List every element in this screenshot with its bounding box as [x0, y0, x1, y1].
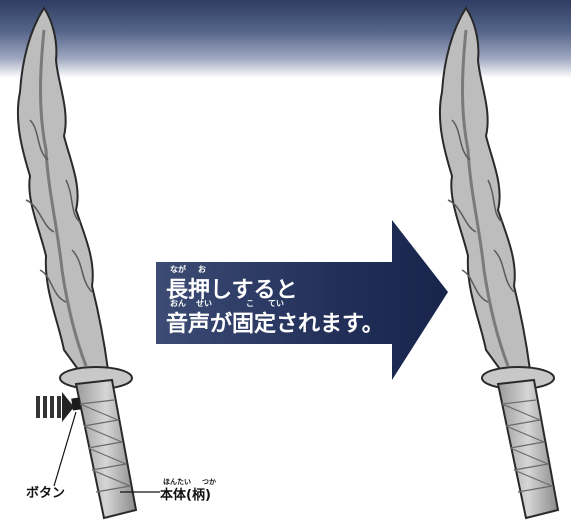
sword-right-flame-blade	[438, 6, 532, 374]
instruction-line2: 音声が固定されます。	[166, 312, 384, 337]
ruby-on: おん	[170, 299, 186, 308]
sword-left-flame-blade	[16, 6, 110, 374]
ruby-o: お	[198, 265, 206, 274]
sword-left-flame-detail	[25, 119, 93, 303]
sword-left-hilt-wrap	[79, 399, 131, 493]
ruby-naga: なが	[170, 265, 186, 274]
sword-right-flame-detail	[447, 119, 515, 303]
ruby-tei: てい	[268, 299, 284, 308]
sword-right-hilt	[496, 378, 560, 520]
ruby-ko: こ	[246, 299, 254, 308]
sword-right-hilt-wrap	[501, 399, 553, 493]
sword-right-blade-shading	[461, 29, 510, 367]
button-leader-line	[53, 411, 77, 487]
direction-arrow	[156, 220, 448, 380]
ruby-sei: せい	[196, 299, 212, 308]
button-label: ボタン	[26, 486, 66, 501]
hilt-label: 本体(柄)	[160, 488, 211, 503]
ruby-hontai: ほんたい	[163, 478, 191, 486]
instruction-line1: 長押しすると	[166, 278, 298, 303]
sword-left-blade-shading	[39, 29, 88, 367]
sword-left	[16, 6, 138, 520]
sword-right	[438, 6, 560, 520]
sword-left-hilt	[74, 378, 138, 520]
press-indicator-icon	[36, 392, 74, 422]
ruby-tsuka: つか	[202, 478, 216, 486]
